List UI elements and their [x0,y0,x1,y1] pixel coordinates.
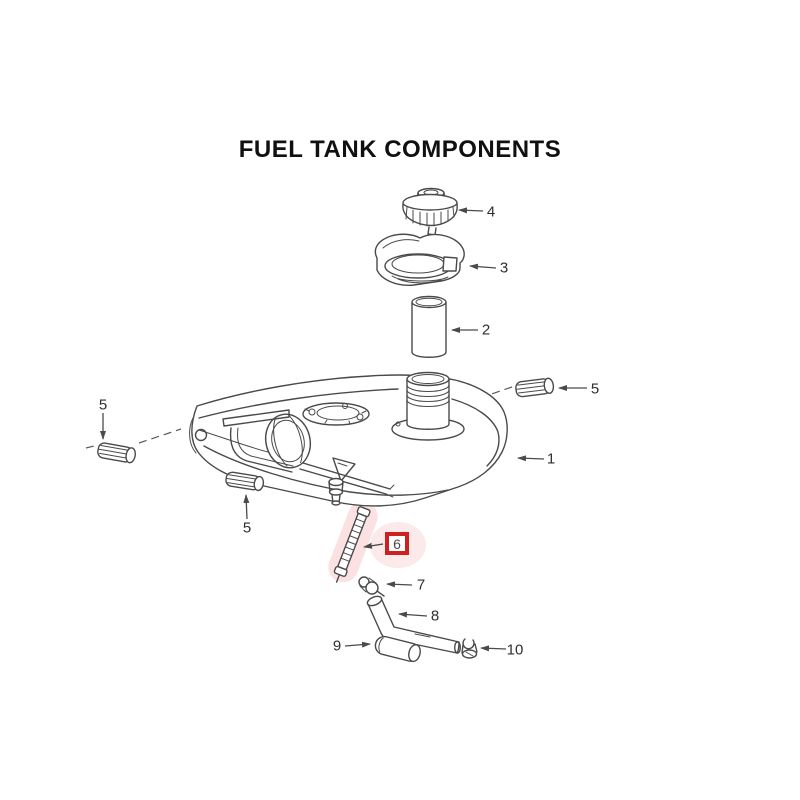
callout-label-5a: 5 [590,380,600,398]
callout-label-5c: 5 [242,519,252,537]
callout-label-10: 10 [506,641,524,659]
callout-label-2: 2 [481,321,491,339]
callout-label-4: 4 [486,203,496,221]
callout-label-6: 6 [393,535,401,552]
callout-label-9: 9 [332,637,342,655]
page-title: FUEL TANK COMPONENTS [238,136,562,163]
callout-label-8: 8 [430,607,440,625]
callout-arrows [100,207,587,652]
fuel-filter-drawing [333,506,371,583]
bushing-upper-right-drawing [515,377,555,398]
fuel-hose-drawing [374,635,421,663]
hose-clamp-drawing [461,638,478,659]
callout-label-3: 3 [499,259,509,277]
callout-label-5b: 5 [98,396,108,414]
fuel-cap-drawing [402,187,458,243]
filler-tube-drawing [411,295,447,358]
fuel-tank-drawing [189,371,508,507]
bushing-left-drawing [97,442,136,464]
outlet-fitting-drawing [358,576,385,597]
callout-label-7: 7 [416,576,426,594]
callout-label-1: 1 [546,450,556,468]
filler-bezel-drawing [374,233,465,286]
bushing-lower-drawing [225,471,265,492]
part-6-highlight-box: 6 [385,532,409,555]
